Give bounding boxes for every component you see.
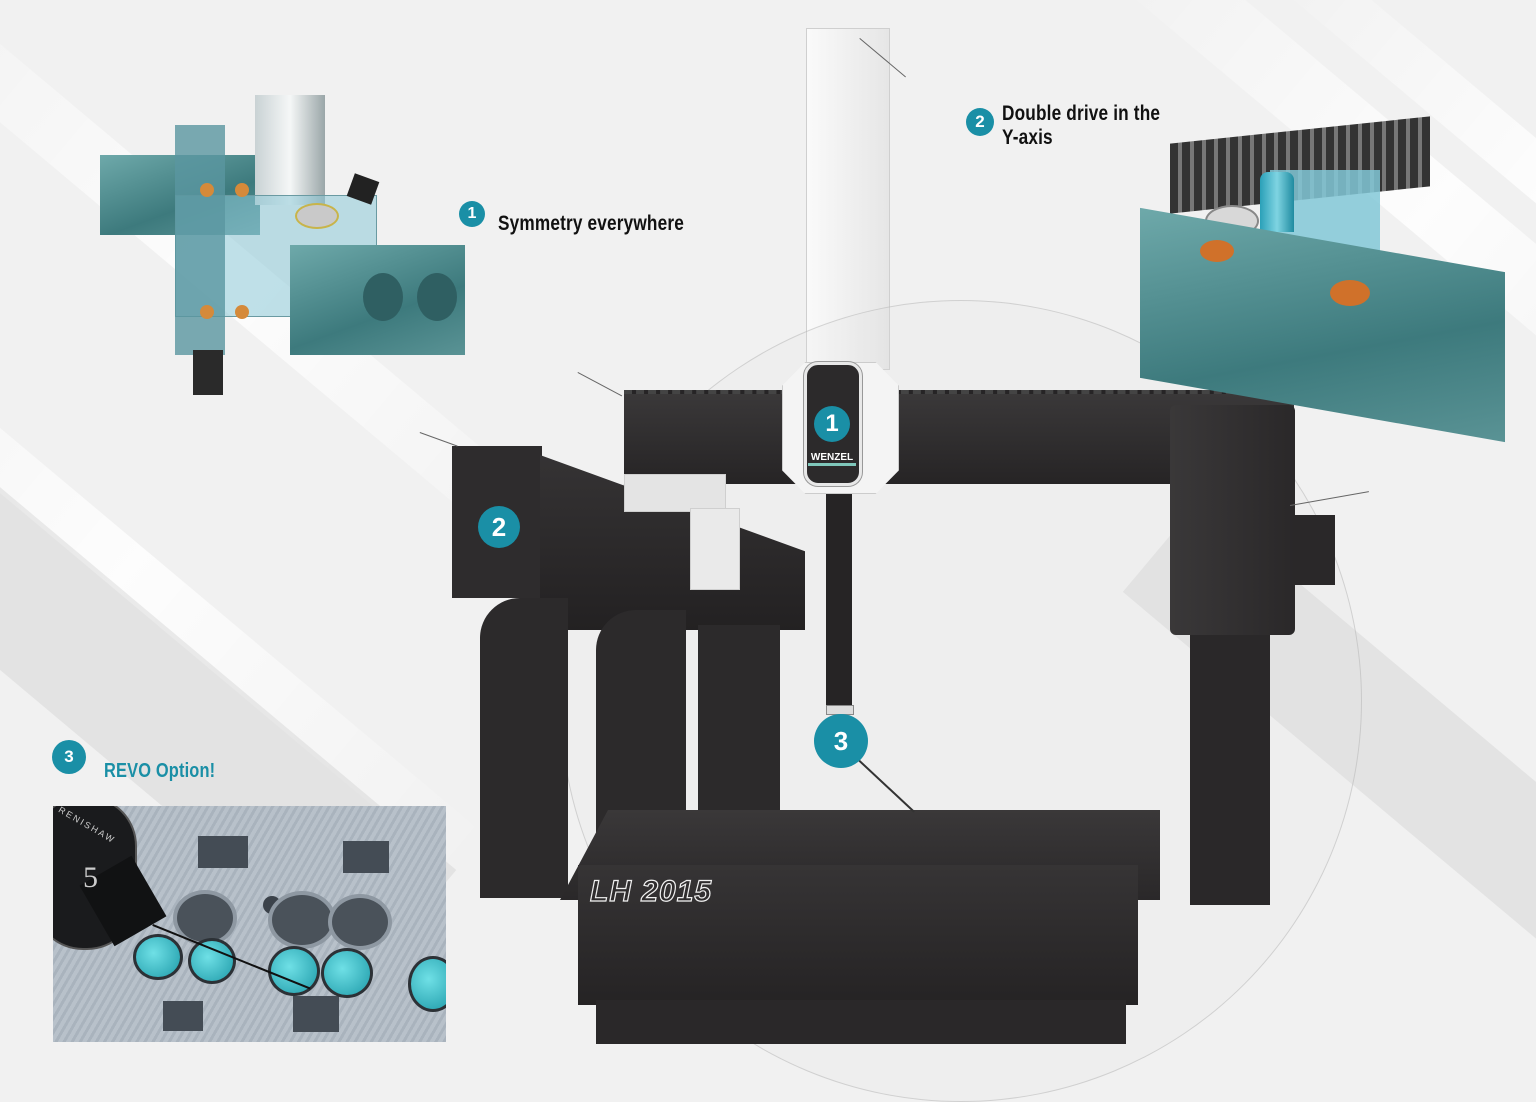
marker-1-number: 1: [825, 410, 839, 437]
y-axis-carriage-cover: [690, 508, 740, 590]
sketch-bearing: [1330, 280, 1370, 306]
sketch-bearing: [200, 183, 214, 197]
sketch-motor-cylinder: [1260, 172, 1294, 232]
photo-cavity: [163, 1001, 203, 1031]
marker-3-number: 3: [833, 725, 849, 756]
photo-probe-number: 5: [83, 861, 98, 894]
callout-3-label: REVO Option!: [104, 760, 216, 782]
photo-valve-port: [328, 894, 392, 950]
right-column-head: [1170, 405, 1295, 635]
sketch-bearing: [200, 305, 214, 319]
photo-valve-port: [268, 891, 336, 949]
sketch-spindle: [255, 95, 325, 205]
callout-2-label-line2: Y-axis: [1002, 126, 1053, 149]
inset-symmetry-sketch: [95, 95, 475, 405]
brand-label: WENZEL: [808, 452, 856, 466]
callout-3-badge: 3: [52, 740, 86, 774]
photo-cavity: [198, 836, 248, 868]
photo-cavity: [343, 841, 389, 873]
callout-2-label-line1: Double drive in the: [1002, 102, 1161, 125]
left-leg: [480, 598, 568, 898]
photo-teal-port: [268, 946, 320, 996]
callout-2-number: 2: [975, 112, 985, 131]
sketch-pulley: [295, 203, 339, 229]
right-column: [1190, 635, 1270, 905]
callout-1-badge: 1: [459, 201, 485, 227]
sketch-bearing: [235, 305, 249, 319]
z-ram: [826, 480, 852, 710]
photo-teal-port: [408, 956, 446, 1012]
revo-inset-photo: RENISHAW 5: [53, 806, 446, 1042]
marker-3-badge: 3: [814, 714, 868, 768]
callout-1-number: 1: [467, 205, 477, 222]
marker-2-badge: 2: [478, 506, 520, 548]
callout-2-badge: 2: [966, 108, 994, 136]
base-foot: [596, 1000, 1126, 1044]
marker-1-badge: 1: [814, 406, 850, 442]
sketch-bore: [363, 273, 403, 321]
photo-teal-port: [188, 938, 236, 984]
sketch-rail-beam: [1140, 207, 1505, 443]
sketch-bearing: [235, 183, 249, 197]
photo-cavity: [293, 996, 339, 1032]
right-column-bracket: [1295, 515, 1335, 585]
callout-1-label: Symmetry everywhere: [498, 212, 684, 235]
y-axis-carriage-cover: [624, 474, 726, 512]
sketch-bearing: [1200, 240, 1234, 262]
marker-2-number: 2: [491, 511, 507, 542]
photo-teal-port: [321, 948, 373, 998]
base-front: [578, 865, 1138, 1005]
callout-3-number: 3: [64, 747, 74, 766]
inset-double-drive-sketch: [1130, 116, 1510, 443]
photo-teal-port: [133, 934, 183, 980]
sketch-vertical-post: [175, 125, 225, 355]
sketch-bore: [417, 273, 457, 321]
model-label: LH 2015: [589, 874, 713, 908]
sketch-probe-mount: [193, 350, 223, 395]
